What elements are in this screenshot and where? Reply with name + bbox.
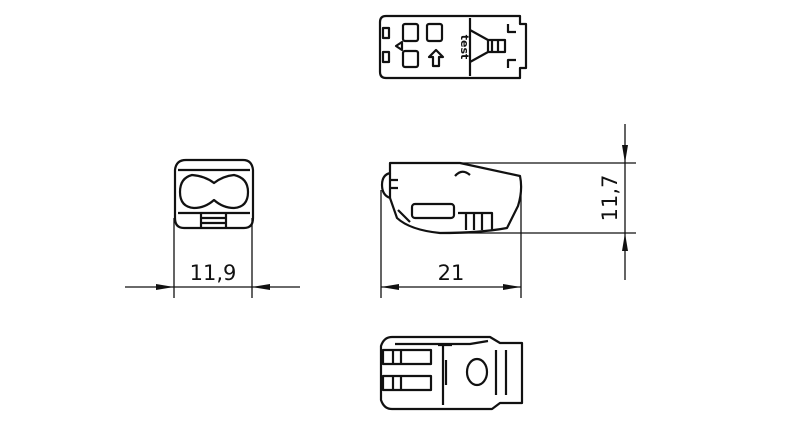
- length-dimension: [380, 190, 522, 298]
- connector-front-view: [173, 158, 255, 230]
- length-value: 21: [438, 261, 465, 285]
- connector-side-view: [380, 161, 523, 235]
- connector-bottom-view: [379, 335, 524, 411]
- test-label: test: [458, 35, 471, 60]
- connector-top-view: [378, 14, 528, 80]
- height-dimension: [460, 124, 636, 280]
- width-value: 11,9: [190, 261, 237, 285]
- height-value: 11,7: [598, 175, 622, 222]
- width-dimension: [125, 218, 300, 298]
